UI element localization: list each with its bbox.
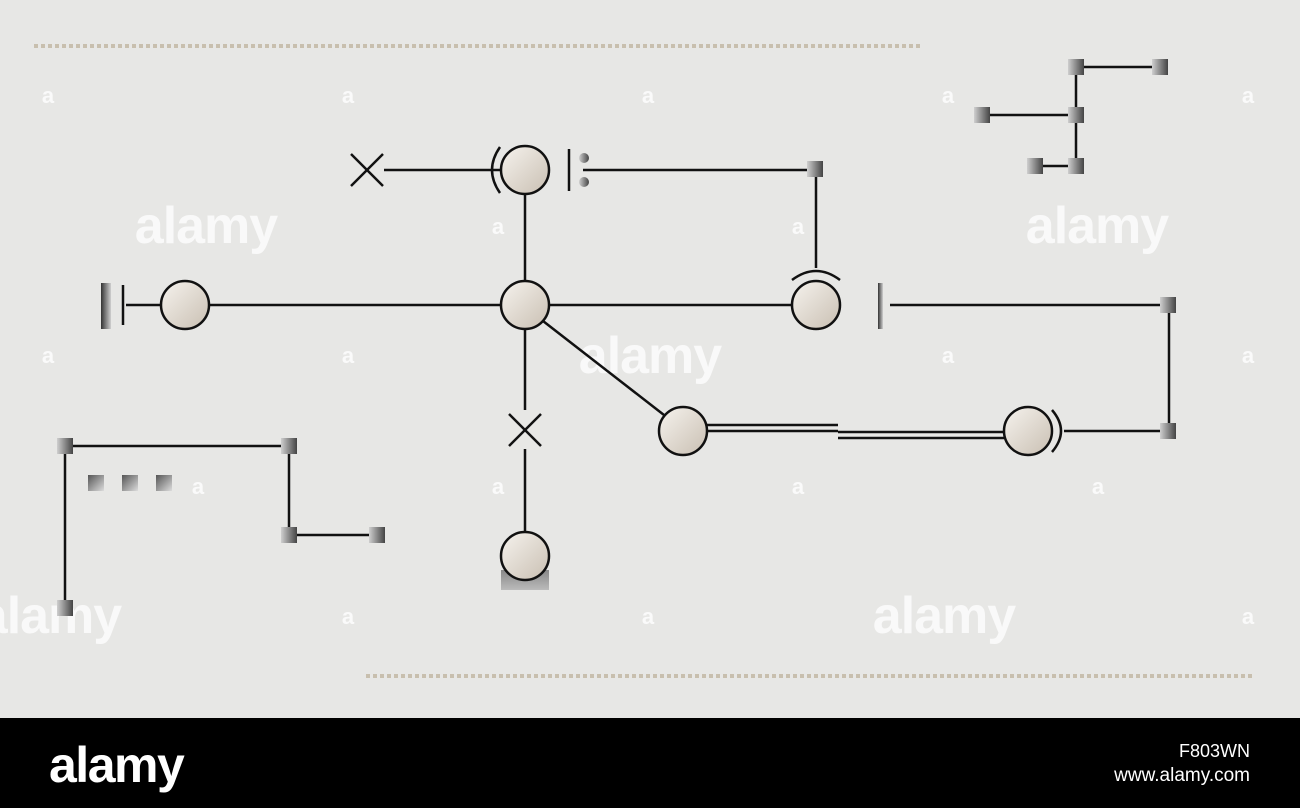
footer-logo[interactable]: alamy [49, 737, 185, 793]
node-right [790, 279, 842, 331]
watermark-a: a [791, 474, 805, 499]
dot-top [579, 153, 589, 163]
watermark-alamy: alamy [578, 327, 722, 385]
square-tr-5 [1027, 158, 1043, 174]
diagram-svg [34, 44, 1252, 678]
square-connector-right-lower [1160, 423, 1176, 439]
dot-bottom [579, 177, 589, 187]
square-tr-1 [1068, 59, 1084, 75]
diagram-canvas: a a a a a a a a a a a a a a a a a a alam… [0, 0, 1300, 718]
watermark-a: a [941, 343, 955, 368]
watermark-a: a [791, 214, 805, 239]
footer-bar: alamy F803WN www.alamy.com [0, 718, 1300, 808]
ellipsis-square-3 [156, 475, 172, 491]
watermark-a: a [41, 343, 55, 368]
bracket-top-left [490, 146, 502, 194]
watermark-a: a [641, 604, 655, 629]
watermark-a: a [1241, 604, 1255, 629]
node-bottom [499, 530, 551, 582]
node-left [159, 279, 211, 331]
square-connectors [57, 59, 1176, 616]
node-mid [657, 405, 709, 457]
watermark-a: a [191, 474, 205, 499]
square-bl-3 [281, 527, 297, 543]
watermark-a: a [341, 83, 355, 108]
arc-right-node [791, 269, 841, 282]
square-tr-2 [1152, 59, 1168, 75]
watermark-alamy: alamy [1025, 197, 1169, 255]
watermark-a: a [1241, 83, 1255, 108]
square-bl-5 [57, 600, 73, 616]
edge-diagonal [542, 320, 665, 416]
square-tr-4 [1068, 107, 1084, 123]
end-bar-right [878, 283, 883, 329]
end-bar-left [101, 283, 111, 329]
square-tr-6 [1068, 158, 1084, 174]
cross-terminal-vertical [508, 413, 542, 447]
ellipsis-square-2 [122, 475, 138, 491]
square-bl-1 [57, 438, 73, 454]
square-connector-top-right [807, 161, 823, 177]
watermark-alamy: alamy [134, 197, 278, 255]
square-connector-right-upper [1160, 297, 1176, 313]
square-tr-3 [974, 107, 990, 123]
watermark-a: a [341, 604, 355, 629]
square-bl-4 [369, 527, 385, 543]
footer-image-id: F803WN [1178, 741, 1250, 761]
watermark-a: a [341, 343, 355, 368]
watermark-alamy: alamy [872, 587, 1016, 645]
cross-terminal-top [350, 153, 384, 187]
node-far-right [1002, 405, 1054, 457]
watermark-a: a [491, 214, 505, 239]
watermark-a: a [1091, 474, 1105, 499]
ellipsis-square-1 [88, 475, 104, 491]
node-top [499, 144, 551, 196]
watermark-a: a [491, 474, 505, 499]
watermark-a: a [641, 83, 655, 108]
node-center [499, 279, 551, 331]
watermark-a: a [41, 83, 55, 108]
bracket-far-right [1051, 409, 1063, 453]
square-bl-2 [281, 438, 297, 454]
watermark-a: a [941, 83, 955, 108]
watermark-a: a [1241, 343, 1255, 368]
footer-site-link[interactable]: www.alamy.com [1114, 765, 1250, 786]
